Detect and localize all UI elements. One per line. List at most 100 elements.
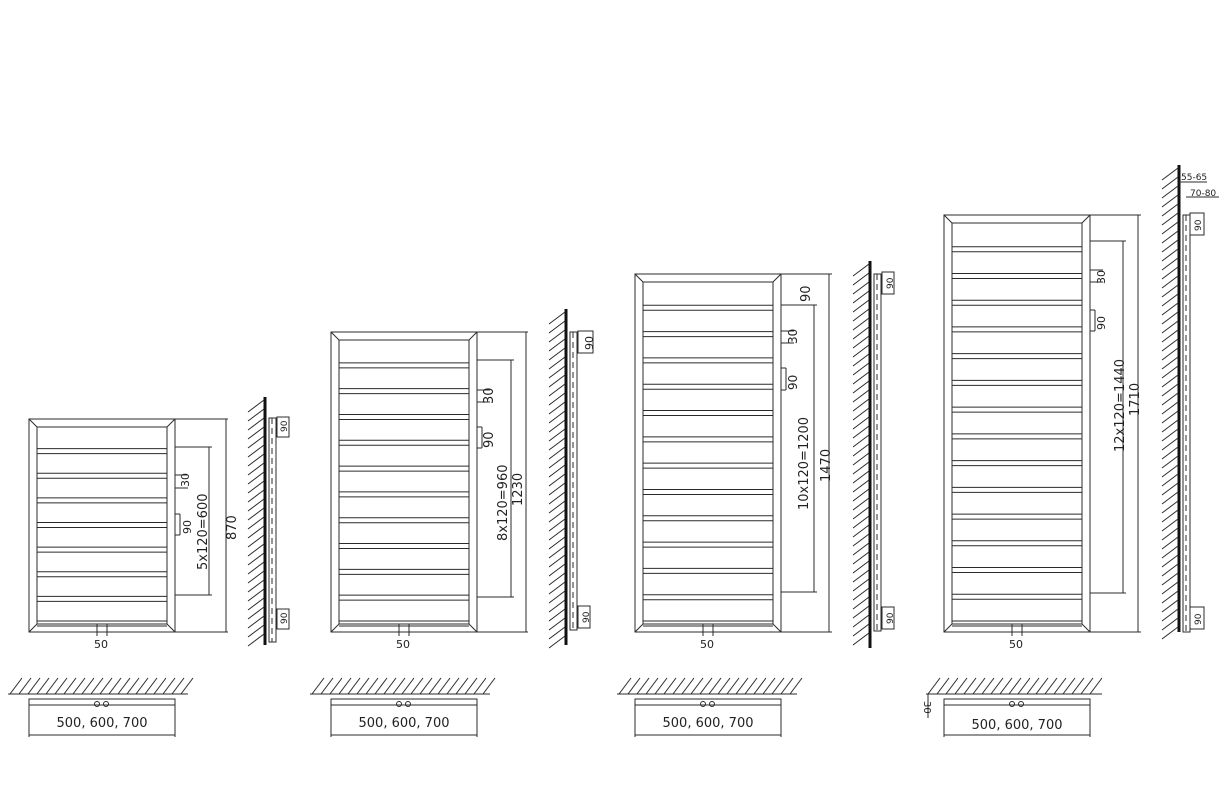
wall-hatch	[464, 677, 478, 695]
wall-hatch	[1161, 392, 1179, 406]
wall-hatch	[548, 599, 566, 613]
wall-hatch	[247, 426, 265, 440]
group-label: 90	[786, 375, 800, 390]
wall-hatch	[852, 560, 870, 574]
wall-hatch	[1035, 677, 1049, 695]
pitch-label: 10x120=1200	[797, 417, 812, 510]
side-view-1710: 90 90 55-65 70-80	[1161, 165, 1219, 640]
wall-hatch	[852, 281, 870, 295]
wall-hatch	[1071, 677, 1085, 695]
wall-hatch	[548, 419, 566, 433]
wall-hatch	[771, 677, 785, 695]
wall-hatch	[963, 677, 977, 695]
wall-hatch	[1161, 446, 1179, 460]
wall-hatch	[981, 677, 995, 695]
top-label: 90	[799, 285, 814, 302]
wall-hatch	[1161, 617, 1179, 631]
wall-hatch	[852, 569, 870, 583]
wall-hatch	[1161, 293, 1179, 307]
wall-hatch	[247, 417, 265, 431]
wall-hatch	[1161, 275, 1179, 289]
wall-hatch	[1161, 212, 1179, 226]
wall-hatch	[1161, 266, 1179, 280]
wall-hatch	[1161, 482, 1179, 496]
wall-hatch	[428, 677, 442, 695]
wall-hatch	[852, 515, 870, 529]
wall-hatch	[852, 353, 870, 367]
wall-hatch	[852, 416, 870, 430]
wall-hatch	[1089, 677, 1103, 695]
wall-hatch	[1161, 221, 1179, 235]
wall-hatch	[548, 518, 566, 532]
wall-hatch	[1161, 311, 1179, 325]
wall-hatch	[36, 677, 50, 695]
offset-a-label: 55-65	[1181, 173, 1207, 183]
wall-hatch	[18, 677, 32, 695]
side-top-label: 90	[583, 336, 596, 350]
wall-hatch	[654, 677, 668, 695]
wall-hatch	[419, 677, 433, 695]
wall-hatch	[1161, 401, 1179, 415]
wall-hatch	[945, 677, 959, 695]
wall-hatch	[9, 677, 23, 695]
wall-hatch	[636, 677, 650, 695]
wall-hatch	[247, 435, 265, 449]
wall-hatch	[852, 587, 870, 601]
wall-hatch	[247, 462, 265, 476]
wall-hatch	[1161, 581, 1179, 595]
wall-hatch	[247, 588, 265, 602]
side-view-870: 90 90	[247, 397, 290, 647]
wall-hatch	[548, 500, 566, 514]
wall-hatch	[247, 570, 265, 584]
wall-hatch	[548, 338, 566, 352]
wall-hatch	[247, 516, 265, 530]
wall-hatch	[852, 290, 870, 304]
wall-hatch	[54, 677, 68, 695]
wall-hatch	[548, 482, 566, 496]
plan-view-1470: 500, 600, 700	[617, 677, 803, 737]
wall-hatch	[437, 677, 451, 695]
wall-hatch	[852, 308, 870, 322]
wall-hatch	[1161, 626, 1179, 640]
wall-hatch	[247, 480, 265, 494]
width-label: 500, 600, 700	[663, 716, 754, 731]
wall-hatch	[126, 677, 140, 695]
wall-hatch	[144, 677, 158, 695]
wall-hatch	[1161, 383, 1179, 397]
wall-hatch	[1044, 677, 1058, 695]
wall-hatch	[663, 677, 677, 695]
wall-hatch	[548, 383, 566, 397]
wall-hatch	[852, 299, 870, 313]
plan-view-870: 500, 600, 700	[8, 677, 194, 737]
wall-hatch	[753, 677, 767, 695]
wall-hatch	[1017, 677, 1031, 695]
wall-hatch	[446, 677, 460, 695]
wall-hatch	[548, 590, 566, 604]
gap-label: 30	[179, 473, 192, 487]
wall-hatch	[247, 615, 265, 629]
side-bottom-label: 90	[582, 611, 592, 623]
wall-hatch	[852, 272, 870, 286]
wall-hatch	[1161, 176, 1179, 190]
wall-hatch	[1053, 677, 1067, 695]
wall-hatch	[1161, 203, 1179, 217]
wall-hatch	[247, 471, 265, 485]
wall-hatch	[548, 635, 566, 649]
wall-hatch	[744, 677, 758, 695]
wall-hatch	[247, 597, 265, 611]
wall-hatch	[852, 317, 870, 331]
wall-hatch	[852, 497, 870, 511]
wall-hatch	[681, 677, 695, 695]
front-view-870: 50 870 5x120=600 30 90	[28, 418, 240, 651]
wall-hatch	[247, 489, 265, 503]
side-top-label: 90	[886, 277, 896, 289]
wall-hatch	[1161, 563, 1179, 577]
wall-hatch	[852, 434, 870, 448]
wall-hatch	[1161, 185, 1179, 199]
wall-hatch	[1062, 677, 1076, 695]
group-label: 90	[1095, 316, 1108, 330]
wall-hatch	[1161, 599, 1179, 613]
side-bottom-label: 90	[280, 612, 290, 624]
height-label: 870	[225, 515, 240, 540]
wall-hatch	[699, 677, 713, 695]
